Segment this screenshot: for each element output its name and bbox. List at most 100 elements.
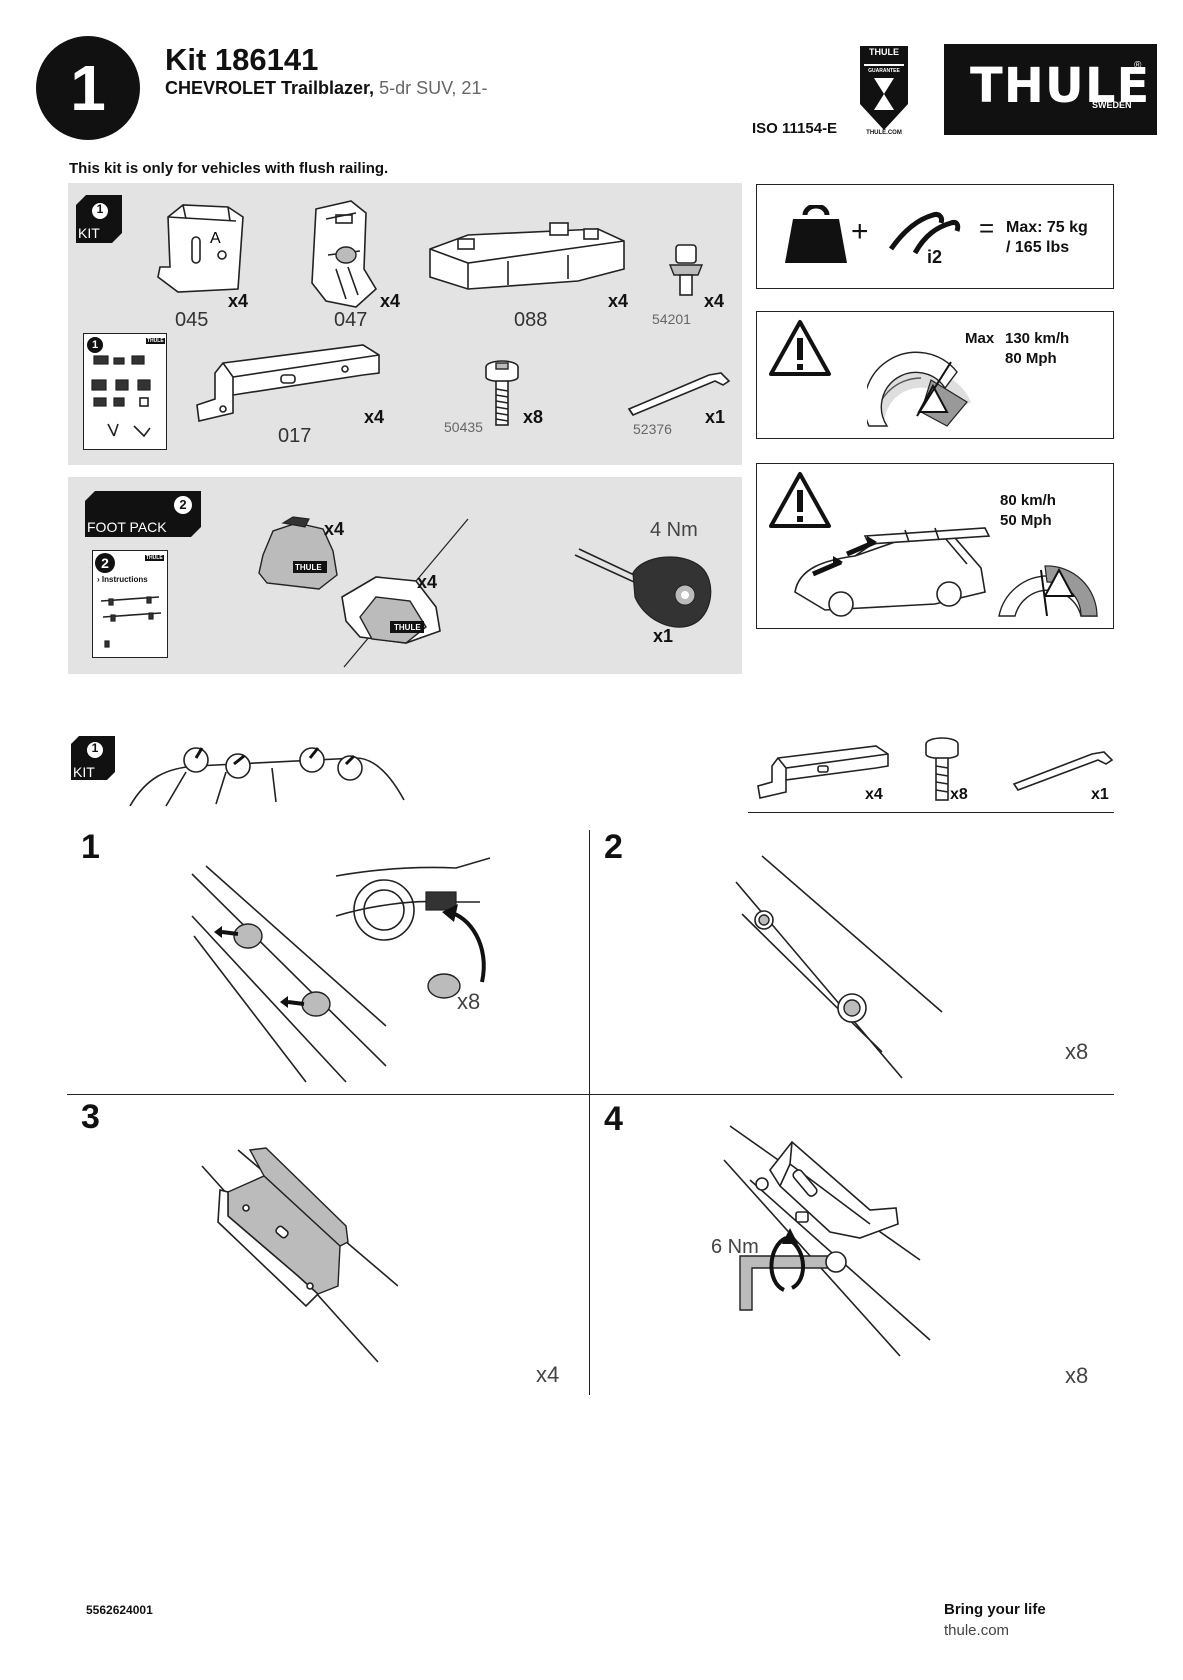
- step-allen-key-qty: x1: [1091, 786, 1109, 803]
- part-017-code: 017: [278, 425, 312, 447]
- foot-pack-badge-label: FOOT PACK: [87, 519, 167, 535]
- foot-dark-icon: [258, 516, 338, 590]
- step-plate-qty: x4: [865, 786, 883, 803]
- step-3-number: 3: [81, 1098, 100, 1136]
- load-bars-icon: [888, 212, 961, 255]
- booklet-2-title: › Instructions: [97, 575, 148, 584]
- booklet-1-num: 1: [87, 337, 103, 353]
- part-017-plate-icon: [196, 344, 380, 422]
- part-52376-allen-key-icon: [627, 372, 731, 416]
- speedometer-icon: [998, 565, 1098, 617]
- booklet-1-sketches-icon: [91, 355, 151, 438]
- guarantee-top: THULE: [869, 47, 899, 57]
- hood-speed-mph: 50 Mph: [1000, 512, 1052, 529]
- booklet-2-brand: THULE: [145, 555, 164, 561]
- step-1-dashboard-icon: [335, 857, 491, 999]
- step-kit-label: KIT: [73, 764, 95, 780]
- max-load-lbs: / 165 lbs: [1006, 239, 1070, 256]
- step-4-torque: 6 Nm: [711, 1236, 759, 1258]
- step-4-number: 4: [604, 1100, 623, 1138]
- kit-contents-panel: 1 KIT A x4 045 x4 047 x4 088 x4 54201 1: [68, 183, 742, 465]
- max-speed-label: Max: [965, 330, 995, 347]
- kit-title: Kit 186141: [165, 42, 319, 77]
- foot-torque: 4 Nm: [650, 519, 698, 541]
- logo-registered: ®: [1134, 60, 1142, 71]
- part-54201-nut-icon: [668, 244, 704, 296]
- booklet-2-bars-icon: [100, 596, 162, 648]
- part-50435-qty: x8: [523, 407, 544, 427]
- step-grid-vertical-divider: [589, 830, 590, 1395]
- step-bolt-icon: [925, 737, 959, 801]
- guarantee-mid: GUARANTEE: [868, 68, 900, 74]
- part-088-code: 088: [514, 309, 548, 331]
- part-045-code: 045: [175, 309, 209, 331]
- foot-light-qty: x4: [417, 572, 438, 592]
- footer-slogan: Bring your life: [944, 1601, 1046, 1618]
- booklet-1-brand: THULE: [146, 338, 165, 344]
- max-load-box: + i2 = Max: 75 kg / 165 lbs: [756, 184, 1114, 289]
- part-047-pad-icon: [311, 200, 378, 308]
- logo-wordmark: THULE: [970, 58, 1151, 114]
- info-badge: i2: [927, 247, 943, 267]
- step-kit-badge: 1 KIT: [69, 734, 117, 782]
- torque-tool-qty: x1: [653, 626, 674, 646]
- roof-overview-icon: [129, 747, 405, 807]
- part-52376-qty: x1: [705, 407, 726, 427]
- step-plate-icon: [757, 745, 889, 799]
- step-badge: 1: [36, 36, 140, 140]
- max-speed-box: Max 130 km/h 80 Mph: [756, 311, 1114, 439]
- step-kit-num: 1: [91, 741, 99, 755]
- guarantee-seal: THULE GUARANTEE THULE.COM: [858, 44, 910, 140]
- foot-pack-badge-num: 2: [179, 497, 187, 512]
- guarantee-url: THULE.COM: [866, 130, 902, 136]
- torque-tool-icon: [574, 548, 712, 628]
- kit-badge-num: 1: [96, 202, 104, 216]
- footer-website[interactable]: thule.com: [944, 1622, 1010, 1639]
- hood-speed-kmh: 80 km/h: [1000, 492, 1056, 509]
- part-047-qty: x4: [380, 291, 401, 311]
- flush-railing-notice: This kit is only for vehicles with flush…: [69, 160, 389, 177]
- svg-text:A: A: [210, 230, 221, 247]
- logo-sweden: SWEDEN: [1092, 100, 1132, 110]
- load-plus: +: [851, 215, 869, 248]
- step-2-qty: x8: [1065, 1039, 1089, 1064]
- step-1-remove-plugs-icon: [191, 865, 387, 1083]
- step-3-place-plate-icon: [201, 1147, 398, 1363]
- foot-dark-qty: x4: [324, 519, 345, 539]
- part-52376-code: 52376: [633, 421, 672, 437]
- step-2-rail-holes-icon: [735, 855, 943, 1079]
- step-kit-rule: [748, 812, 1114, 813]
- part-045-bracket-icon: A: [157, 204, 244, 293]
- part-54201-qty: x4: [704, 291, 725, 311]
- load-equals: =: [979, 213, 995, 243]
- weight-icon: [785, 205, 847, 263]
- kit-box-badge: 1 KIT: [74, 193, 124, 245]
- step-1-number: 1: [81, 828, 100, 866]
- vehicle-body: 5-dr SUV, 21-: [374, 78, 488, 98]
- car-wind-icon: [794, 527, 991, 617]
- part-54201-code: 54201: [652, 311, 691, 327]
- thule-logo: THULE SWEDEN ®: [944, 44, 1157, 135]
- iso-standard: ISO 11154-E: [752, 120, 838, 137]
- kit-badge-label: KIT: [78, 225, 100, 241]
- part-017-qty: x4: [364, 407, 385, 427]
- step-4-qty: x8: [1065, 1363, 1089, 1388]
- instruction-booklet-1-icon: 1 THULE: [83, 333, 167, 450]
- part-50435-code: 50435: [444, 419, 483, 435]
- foot-light-brand: THULE: [394, 623, 421, 632]
- step-allen-key-icon: [1012, 751, 1114, 791]
- foot-dark-brand: THULE: [295, 563, 322, 572]
- part-088-adapter-icon: [429, 222, 625, 290]
- step-bolt-qty: x8: [950, 786, 968, 803]
- hood-speed-box: 80 km/h 50 Mph: [756, 463, 1114, 629]
- step-4-tighten-bolts-icon: [723, 1125, 931, 1357]
- document-number: 5562624001: [86, 1603, 153, 1617]
- part-047-code: 047: [334, 309, 368, 331]
- vehicle-model: CHEVROLET Trailblazer,: [165, 78, 375, 98]
- step-2-number: 2: [604, 828, 623, 866]
- step-3-qty: x4: [536, 1362, 560, 1387]
- part-045-qty: x4: [228, 291, 249, 311]
- foot-pack-badge: 2 FOOT PACK: [83, 489, 203, 539]
- part-50435-bolt-icon: [485, 360, 519, 426]
- warning-triangle-icon: [769, 320, 831, 376]
